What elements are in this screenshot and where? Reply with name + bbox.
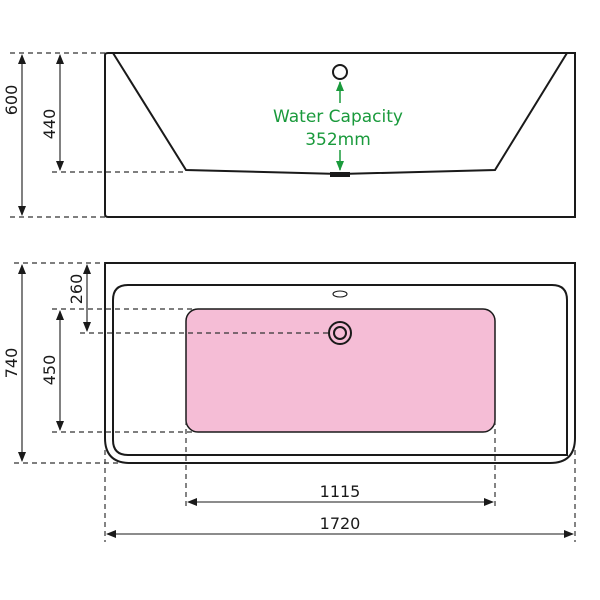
dim-440-label: 440 <box>40 109 59 140</box>
side-view: Water Capacity 352mm 600 440 <box>2 52 576 218</box>
tub-side-outline <box>104 52 576 218</box>
water-capacity-value: 352mm <box>305 130 371 150</box>
dim-1720-label: 1720 <box>320 514 361 533</box>
dim-740-label: 740 <box>2 348 21 379</box>
basin-area <box>185 308 496 433</box>
dim-1115-label: 1115 <box>320 482 361 501</box>
plan-view: 740 260 450 1115 1720 <box>2 262 576 542</box>
dim-450-label: 450 <box>40 355 59 386</box>
drain-outer-icon <box>328 321 352 345</box>
dim-600-label: 600 <box>2 85 21 116</box>
tub-plan-outline <box>104 262 576 464</box>
tub-rim <box>112 284 568 456</box>
overflow-plan-icon <box>332 290 348 298</box>
drain-side <box>330 172 350 177</box>
water-capacity-label: Water Capacity <box>273 107 403 127</box>
overflow-icon <box>332 64 348 80</box>
drain-inner-icon <box>333 326 347 340</box>
dim-260-label: 260 <box>67 274 86 305</box>
